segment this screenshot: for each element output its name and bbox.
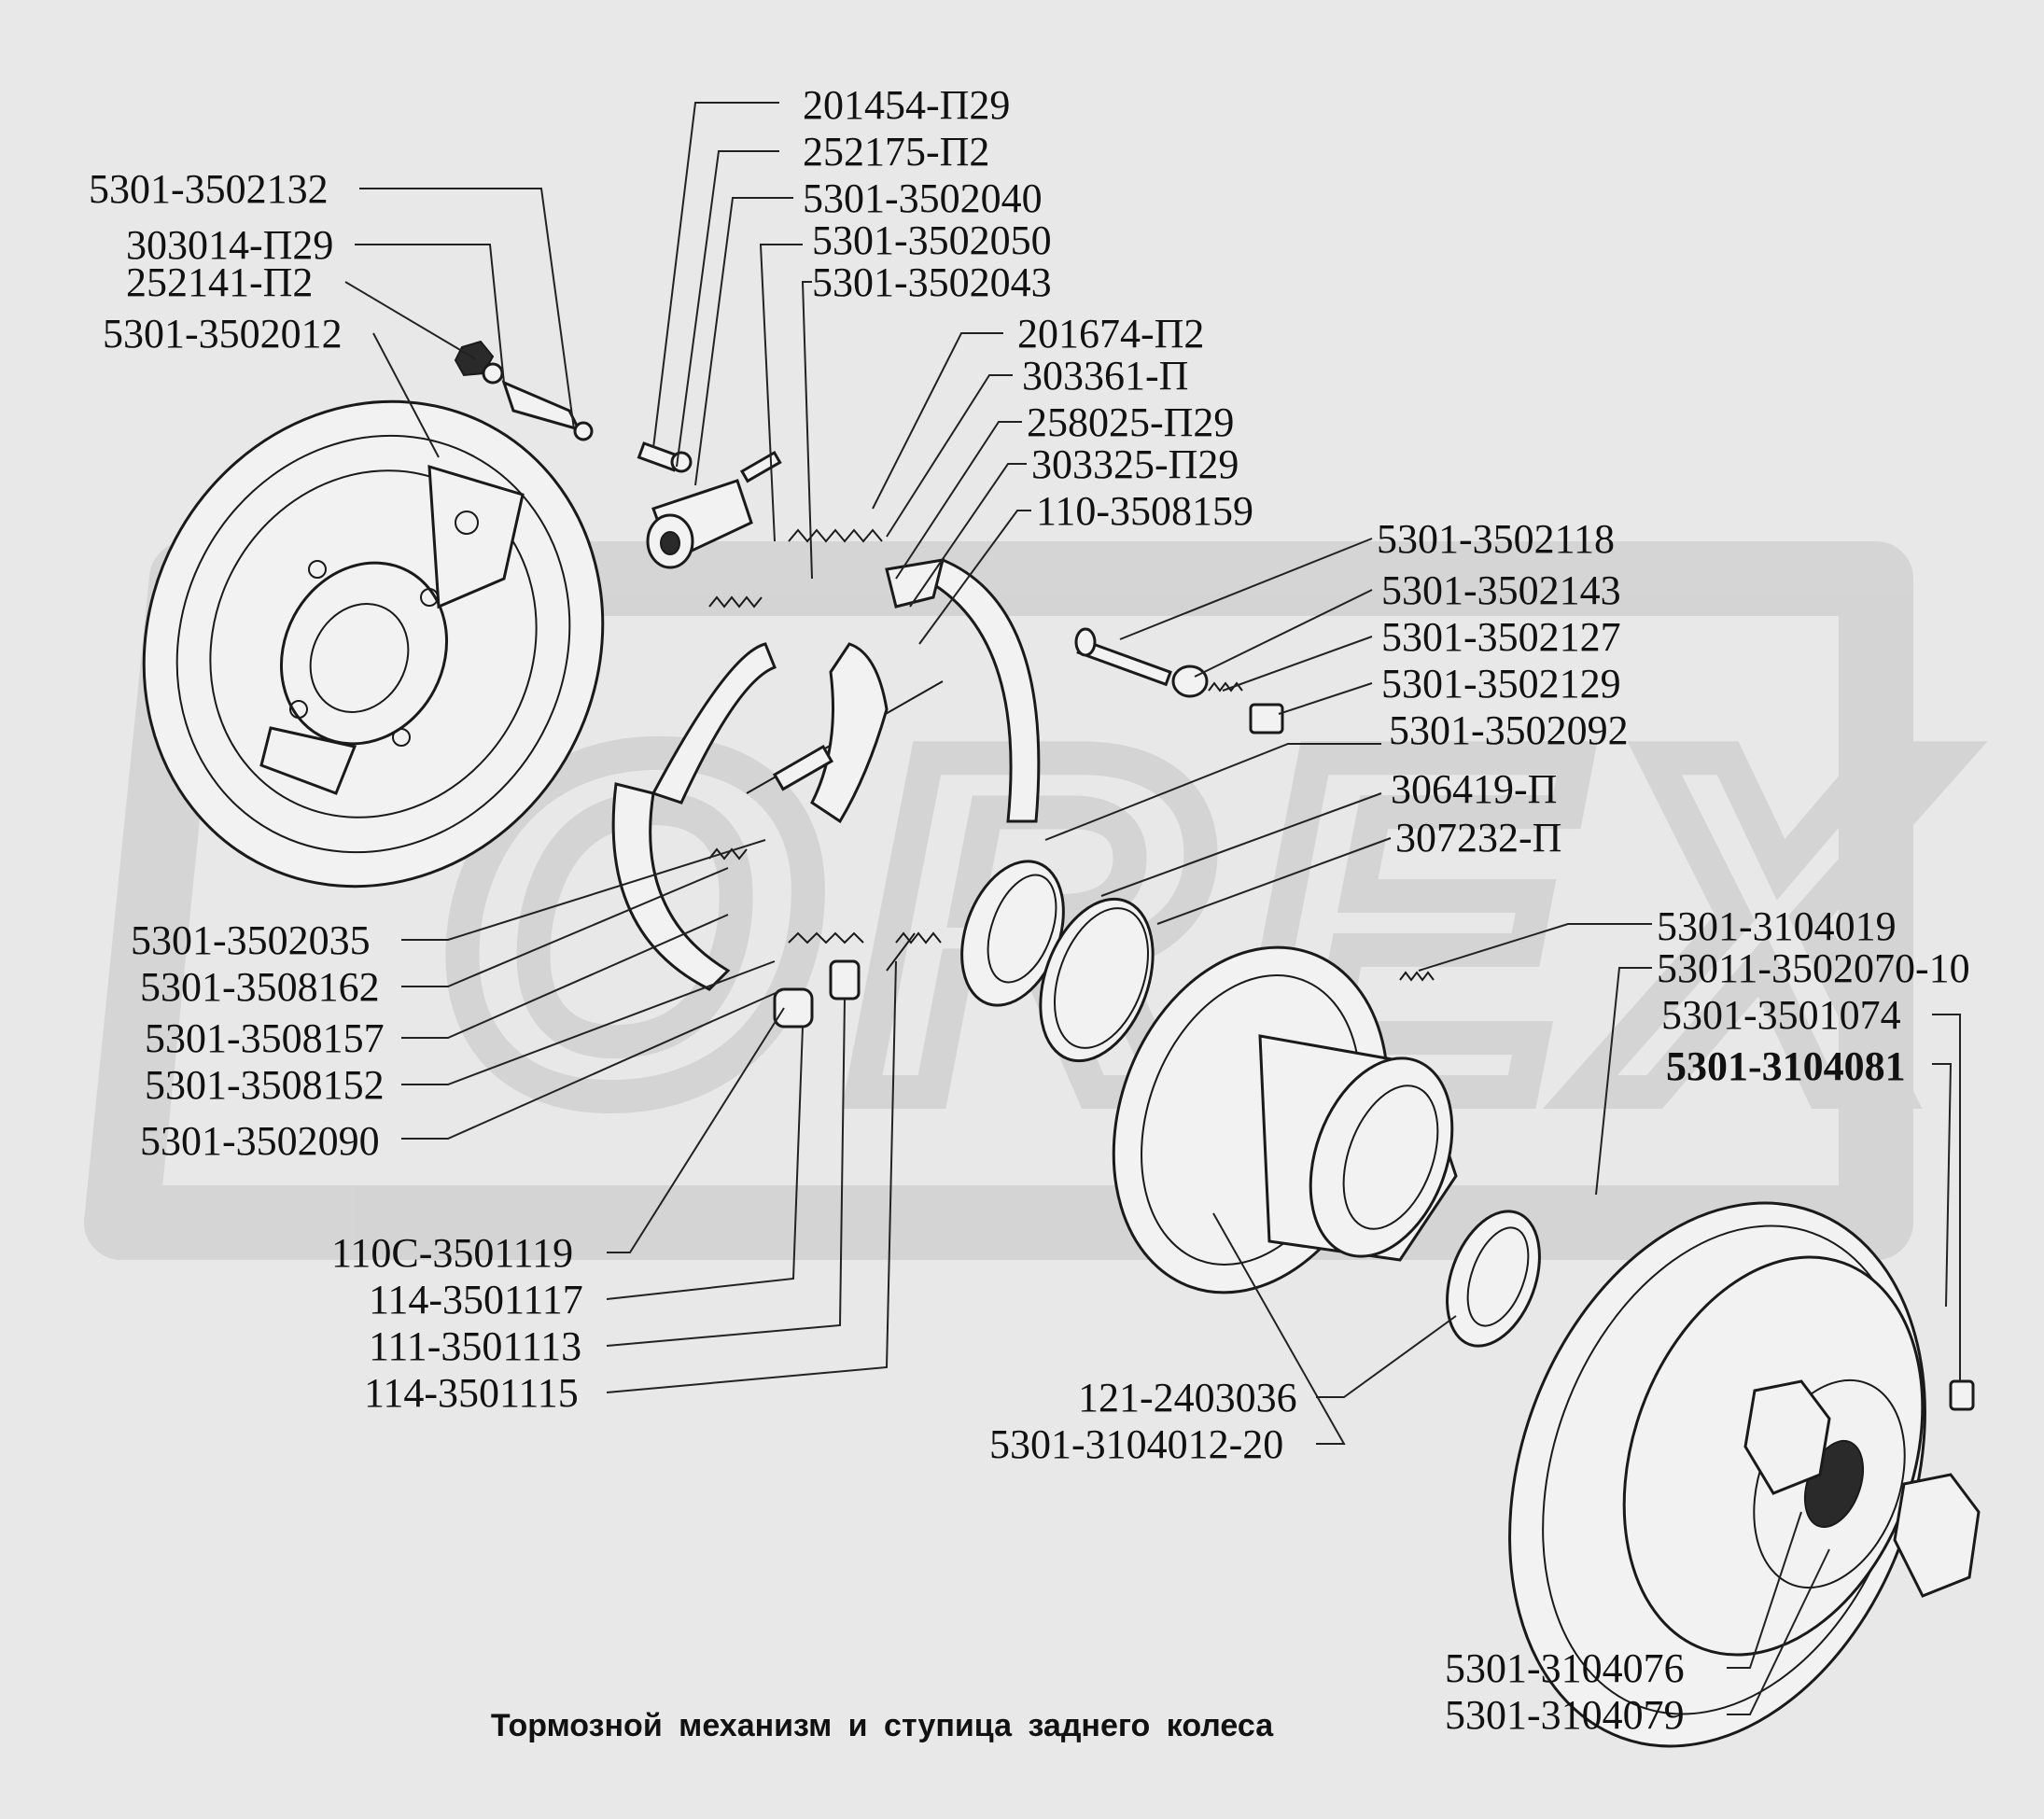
label-5301-3104012-20: 5301-3104012-20 <box>989 1421 1283 1467</box>
label-5301-3104081: 5301-3104081 <box>1666 1043 1906 1089</box>
brake-drum <box>1508 1201 1981 1748</box>
outer-bearing <box>1446 1210 1541 1348</box>
return-springs <box>708 528 942 944</box>
part-labels: 201454-П29 252175-П2 5301-3502040 5301-3… <box>89 82 1970 1738</box>
label-5301-3502043: 5301-3502043 <box>812 259 1052 305</box>
watermark-logo: OREX <box>84 541 1943 1260</box>
inner-bearing-and-seal <box>960 860 1155 1063</box>
label-5301-3502050: 5301-3502050 <box>812 217 1052 263</box>
label-5301-3502012: 5301-3502012 <box>103 311 343 357</box>
label-303014-p29: 303014-П29 <box>126 222 333 268</box>
label-5301-3104076: 5301-3104076 <box>1445 1645 1685 1691</box>
leader-lines <box>344 102 1961 1715</box>
label-5301-3508162: 5301-3508162 <box>140 964 380 1010</box>
label-5301-3502129: 5301-3502129 <box>1381 661 1621 707</box>
label-53011-3502070-10: 53011-3502070-10 <box>1657 945 1970 991</box>
label-5301-3104019: 5301-3104019 <box>1657 903 1897 949</box>
label-307232-p: 307232-П <box>1395 815 1561 861</box>
label-5301-3508157: 5301-3508157 <box>145 1015 385 1061</box>
label-201454-p29: 201454-П29 <box>803 82 1010 128</box>
label-252141-p2: 252141-П2 <box>126 259 313 305</box>
label-5301-3502090: 5301-3502090 <box>140 1118 380 1164</box>
label-5301-3502127: 5301-3502127 <box>1381 614 1621 660</box>
label-303325-p29: 303325-П29 <box>1031 441 1239 487</box>
wheel-hub <box>1112 945 1458 1294</box>
label-201674-p2: 201674-П2 <box>1017 311 1204 357</box>
label-5301-3502092: 5301-3502092 <box>1389 707 1629 753</box>
label-258025-p29: 258025-П29 <box>1027 399 1234 445</box>
label-5301-3104079: 5301-3104079 <box>1445 1692 1685 1738</box>
label-111-3501113: 111-3501113 <box>369 1323 581 1369</box>
label-5301-3502143: 5301-3502143 <box>1381 567 1621 613</box>
adjuster-parts <box>773 932 916 1028</box>
label-114-3501115: 114-3501115 <box>364 1370 579 1416</box>
label-110-3508159: 110-3508159 <box>1036 488 1253 534</box>
label-252175-p2: 252175-П2 <box>803 129 989 175</box>
label-5301-3508152: 5301-3508152 <box>145 1062 385 1108</box>
label-5301-3502132: 5301-3502132 <box>89 166 329 212</box>
label-303361-p: 303361-П <box>1022 353 1188 399</box>
label-114-3501117: 114-3501117 <box>369 1277 583 1322</box>
label-5301-3501074: 5301-3501074 <box>1661 992 1901 1038</box>
label-121-2403036: 121-2403036 <box>1078 1375 1297 1420</box>
brake-backing-plate <box>142 399 605 889</box>
label-306419-p: 306419-П <box>1391 766 1557 812</box>
label-5301-3502040: 5301-3502040 <box>803 175 1043 221</box>
label-5301-3502118: 5301-3502118 <box>1377 516 1615 562</box>
label-110c-3501119: 110С-3501119 <box>331 1230 573 1276</box>
diagram-caption: Тормозной механизм и ступица заднего кол… <box>490 1708 1274 1743</box>
label-5301-3502035: 5301-3502035 <box>131 917 371 963</box>
brake-shoes <box>611 558 1041 991</box>
